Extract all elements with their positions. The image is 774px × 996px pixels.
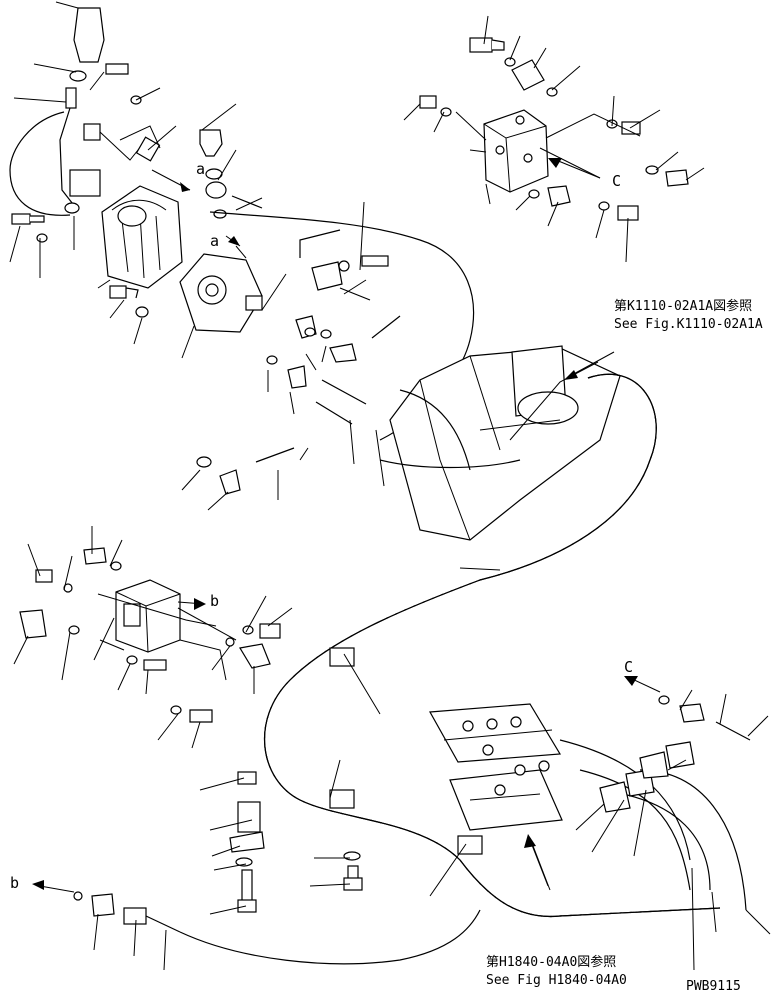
ref-k1110-jp: 第K1110-02A1A図参照 <box>614 299 753 314</box>
fittings-bottom-left <box>73 891 481 965</box>
direction-arrows <box>32 158 661 893</box>
ppc-valve <box>179 245 263 333</box>
detail-label-a-2: a <box>210 232 220 250</box>
control-valve-right <box>429 695 751 911</box>
fittings-center <box>196 129 401 495</box>
ref-h1840-jp: 第H1840-04A0図参照 <box>486 955 617 970</box>
bracket <box>69 169 101 197</box>
leader-lines <box>9 1 771 971</box>
valve-block-top <box>419 37 689 221</box>
detail-label-b-1: b <box>210 592 220 610</box>
valve-block-lower <box>19 547 281 723</box>
rubber-boot <box>101 185 183 289</box>
bolt-group-left <box>11 63 149 318</box>
drawing-id: PWB9115 <box>686 979 741 994</box>
detail-label-c-1: C <box>612 172 622 190</box>
switch-block <box>83 123 101 141</box>
clamp-bolt-stack <box>229 771 363 913</box>
detail-label-c-2: C <box>624 658 634 676</box>
connector <box>135 136 161 162</box>
detail-label-a-1: a <box>196 160 206 178</box>
lever-knob <box>65 7 105 109</box>
ref-h1840-en: See Fig H1840-04A0 <box>486 973 627 988</box>
ref-k1110-en: See Fig.K1110-02A1A <box>614 317 763 332</box>
machine-frame <box>379 345 621 541</box>
detail-label-b-2: b <box>10 874 20 892</box>
